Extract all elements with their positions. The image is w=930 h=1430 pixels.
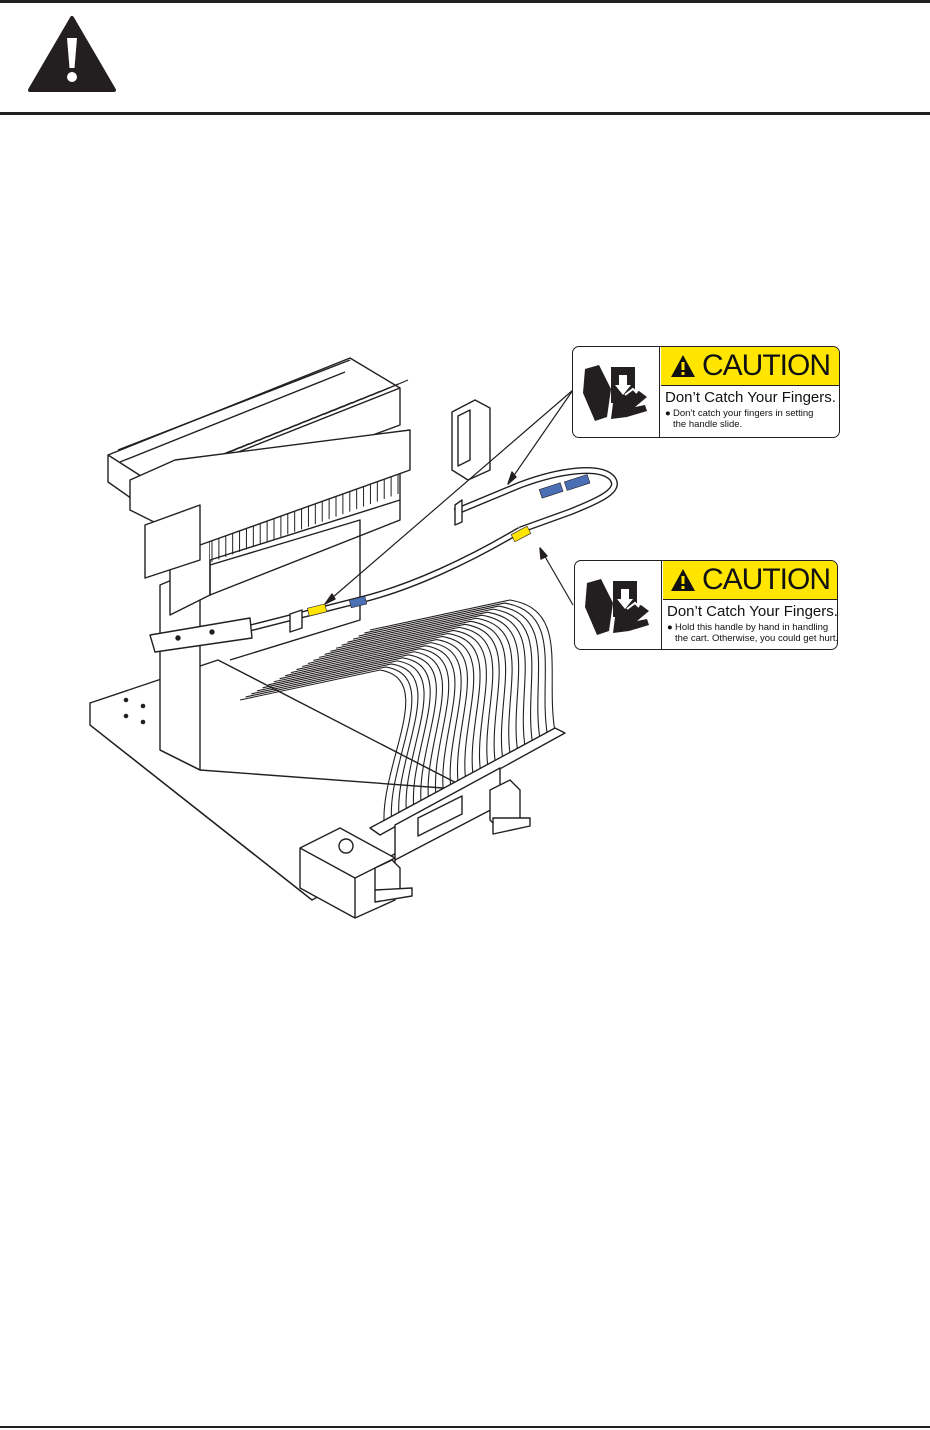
caution-label-text: CAUTION Don’t Catch Your Fingers. ●Don’t…	[661, 347, 839, 437]
warning-triangle-icon	[26, 14, 118, 94]
finger-pinch-panel	[573, 347, 660, 437]
footer-rule	[0, 1426, 930, 1428]
caution-triangle-icon	[670, 568, 696, 592]
caution-triangle-icon	[670, 354, 696, 378]
caution-word: CAUTION	[702, 349, 830, 383]
label-subtitle: Don’t Catch Your Fingers.	[661, 386, 839, 406]
top-rule	[0, 0, 930, 3]
bullet-dot: ●	[665, 408, 673, 419]
finger-pinch-panel	[575, 561, 662, 649]
header-rule	[0, 112, 930, 115]
caution-label-cart-handle: CAUTION Don’t Catch Your Fingers. ●Hold …	[574, 560, 838, 650]
caution-banner: CAUTION	[663, 561, 837, 600]
label-instruction: ●Hold this handle by hand in handling th…	[663, 620, 837, 644]
caution-word: CAUTION	[702, 563, 830, 597]
label-instruction: ●Don’t catch your fingers in setting the…	[661, 406, 839, 430]
caution-label-handle-slide: CAUTION Don’t Catch Your Fingers. ●Don’t…	[572, 346, 840, 438]
caution-banner: CAUTION	[661, 347, 839, 386]
label-subtitle: Don’t Catch Your Fingers.	[663, 600, 837, 620]
bullet-dot: ●	[667, 622, 675, 633]
finger-pinch-icon	[573, 347, 659, 437]
finger-pinch-icon	[575, 561, 661, 649]
caution-label-text: CAUTION Don’t Catch Your Fingers. ●Hold …	[663, 561, 837, 649]
base-plate	[90, 660, 470, 900]
